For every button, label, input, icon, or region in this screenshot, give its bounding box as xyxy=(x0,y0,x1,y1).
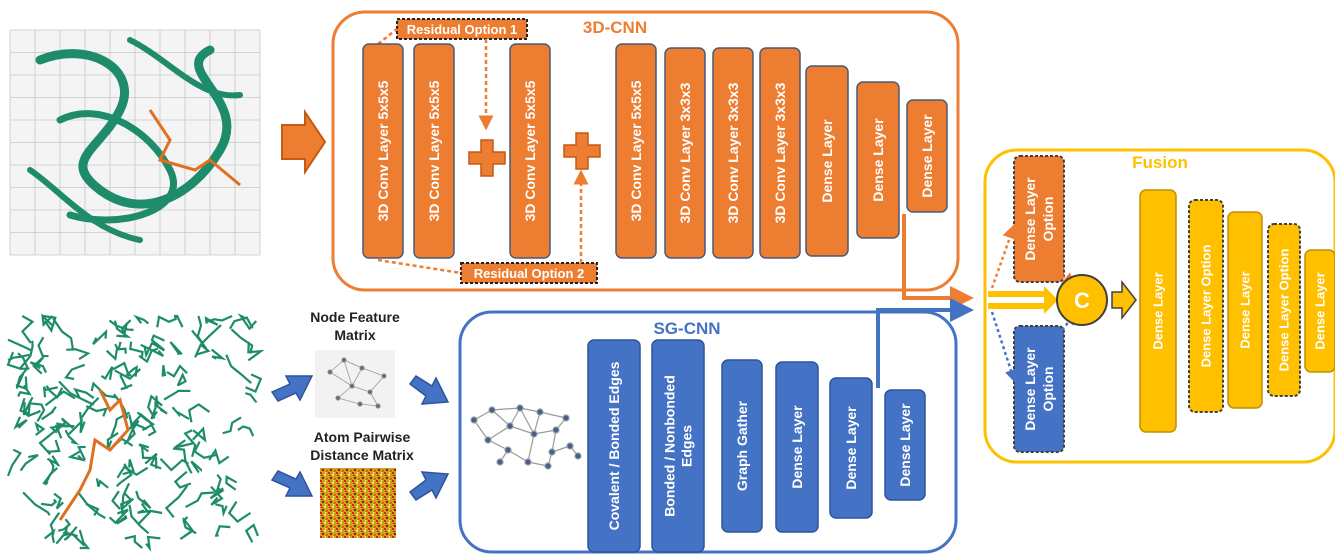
concat-circle xyxy=(1056,274,1108,326)
cnn3d-layer-label: 3D Conv Layer 5x5x5 xyxy=(522,80,538,221)
input-arrow-3dcnn xyxy=(281,108,327,176)
fusion-layer-label: Dense Layer xyxy=(1151,272,1166,349)
distance-matrix-label-line1: Atom Pairwise xyxy=(314,429,411,445)
cnn3d-layer-label: Dense Layer xyxy=(870,118,886,202)
cnn3d-layer-label: Dense Layer xyxy=(819,119,835,203)
cnn3d-layer: 3D Conv Layer 5x5x5 xyxy=(362,43,404,259)
sgcnn-layer: Graph Gather xyxy=(721,359,763,533)
sgcnn-layer: Dense Layer xyxy=(884,389,926,501)
node-feature-label-line1: Node Feature xyxy=(310,309,400,325)
cnn3d-layer: 3D Conv Layer 3x3x3 xyxy=(664,47,706,259)
cnn3d-layer-label: 3D Conv Layer 5x5x5 xyxy=(375,80,391,221)
sgcnn-layer-label: Dense Layer xyxy=(843,406,859,490)
sgcnn-layers: Covalent / Bonded Edges Bonded / Nonbonde… xyxy=(587,339,926,553)
cnn3d-layer-label: 3D Conv Layer 3x3x3 xyxy=(772,82,788,223)
cnn3d-layer: 3D Conv Layer 5x5x5 xyxy=(509,43,551,259)
sgcnn-layer-label: Bonded / Nonbonded xyxy=(661,375,677,517)
fusion-option-top-box xyxy=(1013,155,1065,283)
fusion-layer: Dense Layer Option xyxy=(1267,223,1301,397)
fusion-layer-label: Dense Layer xyxy=(1313,272,1328,349)
cnn3d-title: 3D-CNN xyxy=(583,18,647,37)
fusion-option-bottom-line1: Dense Layer xyxy=(1022,347,1038,431)
residual-option-1-label: Residual Option 1 xyxy=(407,22,518,37)
cnn3d-layer: 3D Conv Layer 3x3x3 xyxy=(759,47,801,259)
sgcnn-layer-label: Dense Layer xyxy=(897,403,913,487)
node-feature-matrix xyxy=(315,350,395,418)
fusion-option-bottom-box xyxy=(1013,325,1065,453)
protein-voxel-image xyxy=(9,29,261,256)
cnn3d-layer-label: 3D Conv Layer 5x5x5 xyxy=(628,80,644,221)
sgcnn-title: SG-CNN xyxy=(653,319,720,338)
cnn3d-layer: 3D Conv Layer 3x3x3 xyxy=(712,47,754,259)
spatial-graph-image xyxy=(470,404,582,470)
residual-option-2-label: Residual Option 2 xyxy=(474,266,585,281)
fusion-option-top-line1: Dense Layer xyxy=(1022,177,1038,261)
cnn3d-layer: 3D Conv Layer 5x5x5 xyxy=(413,43,455,259)
sgcnn-layer: Dense Layer xyxy=(829,377,873,519)
residual-plus-2 xyxy=(563,132,601,170)
sgcnn-layer-label: Dense Layer xyxy=(789,405,805,489)
distance-matrix-heatmap xyxy=(320,468,396,538)
cnn3d-output-connector xyxy=(902,214,974,310)
arrow-from-distance-matrix xyxy=(408,471,450,502)
cnn3d-layer: Dense Layer xyxy=(906,99,948,213)
cnn3d-layer-label: 3D Conv Layer 5x5x5 xyxy=(426,80,442,221)
node-feature-label-line2: Matrix xyxy=(334,327,375,343)
fusion-layer-label: Dense Layer Option xyxy=(1277,249,1292,372)
cnn3d-layer-label: 3D Conv Layer 3x3x3 xyxy=(677,82,693,223)
fusion-input-arrowhead xyxy=(1044,286,1058,314)
sgcnn-layer: Dense Layer xyxy=(775,361,819,533)
arrow-to-node-matrix xyxy=(270,375,314,402)
fusion-option-top-line2: Option xyxy=(1040,196,1056,241)
cnn3d-panel xyxy=(331,10,960,292)
fusion-layer: Dense Layer xyxy=(1304,249,1335,373)
sgcnn-layer: Covalent / Bonded Edges xyxy=(587,339,641,553)
fusion-panel xyxy=(983,148,1335,464)
residual-2-connector-left xyxy=(377,258,462,275)
arrow-from-node-matrix xyxy=(408,374,450,405)
fusion-layer-label: Dense Layer Option xyxy=(1199,245,1214,368)
option-top-in xyxy=(990,223,1017,289)
concat-symbol: C xyxy=(1074,288,1090,313)
cnn3d-layers: 3D Conv Layer 5x5x5 3D Conv Layer 5x5x5 3D… xyxy=(362,43,948,259)
sgcnn-layer-label: Covalent / Bonded Edges xyxy=(606,361,622,530)
fusion-option-bottom-line2: Option xyxy=(1040,366,1056,411)
fusion-title: Fusion xyxy=(1132,153,1188,172)
cnn3d-layer-label: Dense Layer xyxy=(919,114,935,198)
option-bottom-in xyxy=(990,311,1017,383)
cnn3d-layer: 3D Conv Layer 5x5x5 xyxy=(615,43,657,259)
sgcnn-layer-label: Edges xyxy=(678,425,694,467)
residual-plus-1 xyxy=(468,139,506,177)
concat-output-arrow xyxy=(1111,279,1137,321)
cnn3d-layer: Dense Layer xyxy=(805,65,849,257)
fusion-layer: Dense Layer xyxy=(1139,189,1177,433)
residual-1-connector-left xyxy=(377,28,398,45)
sgcnn-panel xyxy=(458,310,958,554)
sgcnn-output-connector xyxy=(876,298,974,388)
fusion-layer-label: Dense Layer xyxy=(1238,271,1253,348)
cnn3d-layer: Dense Layer xyxy=(856,81,900,239)
arrow-to-distance-matrix xyxy=(270,470,314,497)
cnn3d-layer-label: 3D Conv Layer 3x3x3 xyxy=(725,82,741,223)
fusion-layer: Dense Layer xyxy=(1227,211,1263,409)
fusion-layers: Dense Layer Dense Layer Option Dense Layer… xyxy=(1139,189,1335,433)
sgcnn-layer-label: Graph Gather xyxy=(734,400,750,491)
fusion-layer: Dense Layer Option xyxy=(1188,199,1224,413)
protein-graph-image xyxy=(6,313,265,552)
distance-matrix-label-line2: Distance Matrix xyxy=(310,447,414,463)
